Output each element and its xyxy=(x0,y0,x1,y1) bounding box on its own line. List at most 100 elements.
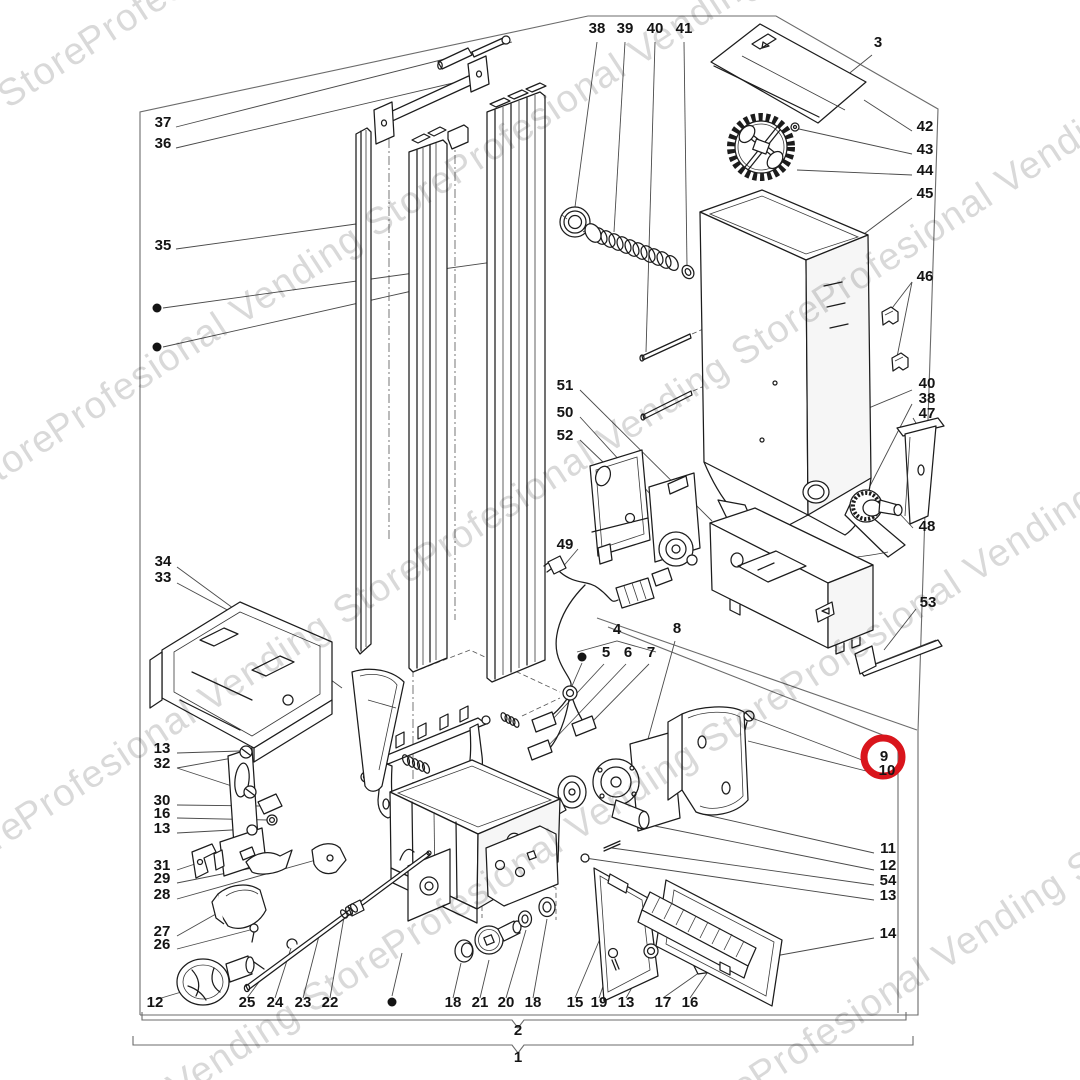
deflector-funnel xyxy=(351,668,405,792)
part-label-30: 30 xyxy=(154,792,171,809)
bullet-marker xyxy=(577,652,587,662)
part-label-51: 51 xyxy=(557,377,574,394)
tie-rods xyxy=(639,333,693,421)
ratchet-coupler xyxy=(849,489,903,523)
part-label-18: 18 xyxy=(525,994,542,1011)
product-tray xyxy=(593,867,659,1002)
part-label-16: 16 xyxy=(154,805,171,822)
part-label-46: 46 xyxy=(917,268,934,285)
part-label-8: 8 xyxy=(673,620,681,637)
auger-gearmotor xyxy=(592,731,681,832)
dispenser-base-unit xyxy=(709,507,874,655)
part-label-26: 26 xyxy=(154,936,171,953)
auger-spring xyxy=(584,223,679,271)
side-cover-plate xyxy=(667,706,755,816)
part-label-41: 41 xyxy=(676,20,693,37)
part-label-37: 37 xyxy=(155,114,172,131)
assembly-label-1: 1 xyxy=(514,1049,522,1066)
bullet-marker xyxy=(152,303,162,313)
lock-arm xyxy=(213,745,267,877)
guide-strip xyxy=(854,639,943,677)
part-label-7: 7 xyxy=(647,644,655,661)
canister-tray xyxy=(149,601,333,763)
part-label-16: 16 xyxy=(682,994,699,1011)
part-label-14: 14 xyxy=(880,925,897,942)
part-label-43: 43 xyxy=(917,141,934,158)
part-label-19: 19 xyxy=(591,994,608,1011)
part-label-49: 49 xyxy=(557,536,574,553)
retaining-clips xyxy=(881,306,909,372)
part-label-18: 18 xyxy=(445,994,462,1011)
drive-sprocket xyxy=(727,113,800,181)
leader-lines xyxy=(157,41,921,1000)
part-label-53: 53 xyxy=(920,594,937,611)
part-label-35: 35 xyxy=(155,237,172,254)
rail-profile-left xyxy=(355,127,372,655)
part-label-44: 44 xyxy=(917,162,934,179)
part-label-40: 40 xyxy=(647,20,664,37)
part-label-21: 21 xyxy=(472,994,489,1011)
retainer-ring xyxy=(681,264,695,280)
part-label-42: 42 xyxy=(917,118,934,135)
assembly-label-2: 2 xyxy=(514,1022,522,1039)
part-label-32: 32 xyxy=(154,755,171,772)
part-label-17: 17 xyxy=(655,994,672,1011)
part-label-45: 45 xyxy=(917,185,934,202)
part-label-4: 4 xyxy=(613,621,622,638)
part-label-36: 36 xyxy=(155,135,172,152)
part-label-38: 38 xyxy=(589,20,606,37)
part-label-24: 24 xyxy=(267,994,284,1011)
part-label-34: 34 xyxy=(155,553,172,570)
rail-profile-middle xyxy=(408,124,469,673)
part-label-22: 22 xyxy=(322,994,339,1011)
latch-parts xyxy=(191,793,347,879)
part-label-10: 10 xyxy=(879,762,896,779)
agitator-rod xyxy=(243,850,432,993)
hopper-lid xyxy=(710,23,867,124)
part-label-6: 6 xyxy=(624,644,632,661)
agitator-bolt-set xyxy=(454,896,556,963)
part-label-39: 39 xyxy=(617,20,634,37)
part-label-11: 11 xyxy=(880,840,896,857)
bullet-marker xyxy=(152,342,162,352)
part-label-27: 27 xyxy=(154,923,171,940)
part-label-13: 13 xyxy=(154,740,171,757)
part-label-48: 48 xyxy=(919,518,936,535)
part-label-20: 20 xyxy=(498,994,515,1011)
motor-bracket xyxy=(589,449,651,565)
part-label-23: 23 xyxy=(295,994,312,1011)
part-label-13: 13 xyxy=(618,994,635,1011)
dispenser-housing xyxy=(389,759,561,924)
support-bar xyxy=(373,55,490,145)
part-label-25: 25 xyxy=(239,994,256,1011)
part-label-13: 13 xyxy=(154,820,171,837)
agitator-wheel xyxy=(176,955,265,1006)
part-label-12: 12 xyxy=(147,994,164,1011)
part-label-5: 5 xyxy=(602,644,610,661)
part-label-50: 50 xyxy=(557,404,574,421)
part-label-52: 52 xyxy=(557,427,574,444)
wire-harness xyxy=(527,555,673,761)
part-label-33: 33 xyxy=(155,569,172,586)
outlet-cup xyxy=(211,884,267,943)
part-label-29: 29 xyxy=(154,870,171,887)
part-label-15: 15 xyxy=(567,994,584,1011)
part-label-40: 40 xyxy=(919,375,936,392)
dispense-chute xyxy=(896,417,945,525)
dispense-gearmotor xyxy=(648,472,701,567)
part-label-3: 3 xyxy=(874,34,882,51)
part-label-38: 38 xyxy=(919,390,936,407)
part-label-31: 31 xyxy=(154,857,171,874)
shelf-rack xyxy=(637,879,783,1007)
part-label-12: 12 xyxy=(880,857,897,874)
auger-nut xyxy=(559,206,591,238)
highlight-circle xyxy=(860,734,906,780)
part-label-54: 54 xyxy=(880,872,897,889)
bullet-marker xyxy=(387,997,397,1007)
part-label-13: 13 xyxy=(880,887,897,904)
part-label-28: 28 xyxy=(154,886,171,903)
pivot-pin xyxy=(437,35,511,70)
